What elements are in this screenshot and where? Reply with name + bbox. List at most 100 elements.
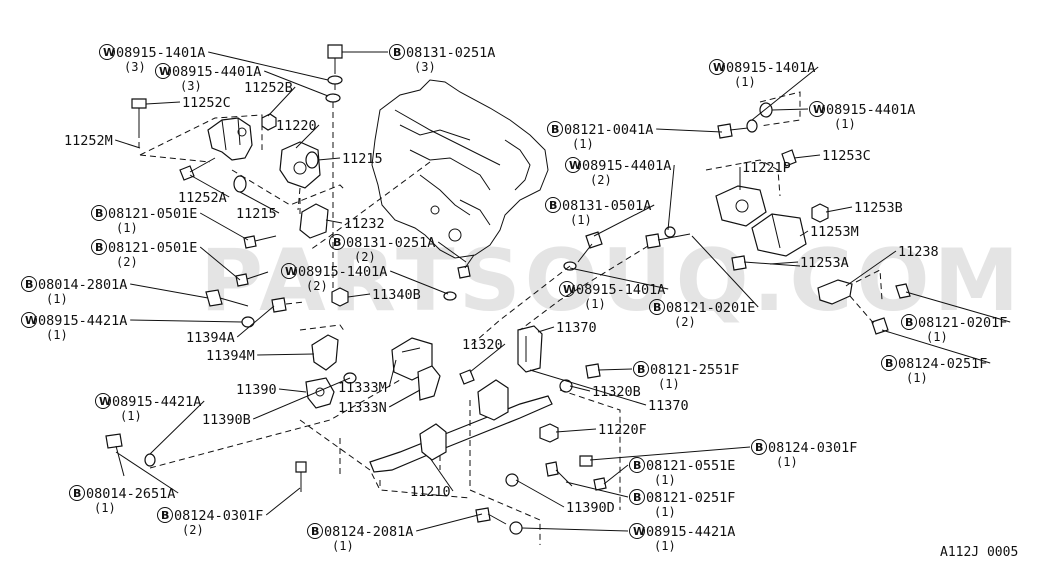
callout-part-number: 11320 <box>462 337 503 353</box>
washer-11215-a <box>305 151 319 169</box>
washer-symbol-icon <box>559 281 575 297</box>
bolt-symbol-icon <box>629 489 645 505</box>
insulator-11370 <box>517 325 543 373</box>
callout-part-number: 08915-4401A <box>172 64 261 80</box>
callout-symbol: B <box>653 301 661 314</box>
bolt-symbol-icon <box>881 355 897 371</box>
callout-part-number: 11253C <box>822 148 871 164</box>
bolt-symbol-icon <box>629 457 645 473</box>
callout-quantity: (3) <box>124 60 146 74</box>
washer-11215-b <box>233 175 247 193</box>
callout-part-number: 11221P <box>742 160 791 176</box>
callout-quantity: (1) <box>776 455 798 469</box>
callout-part-number: 08131-0251A <box>346 235 435 251</box>
leader-line <box>881 329 991 364</box>
callout-quantity: (1) <box>654 473 676 487</box>
callout-symbol: B <box>755 441 763 454</box>
callout-symbol: W <box>285 265 297 278</box>
nut-11253b <box>811 203 829 223</box>
callout-quantity: (1) <box>584 297 606 311</box>
callout-part-number: 08915-1401A <box>726 60 815 76</box>
nut-11252b <box>261 113 277 131</box>
callout-part-number: 11232 <box>344 216 385 232</box>
washer-symbol-icon <box>809 101 825 117</box>
leader-line <box>257 353 315 356</box>
callout-symbol: B <box>885 357 893 370</box>
leader-line <box>603 464 629 485</box>
leader-line <box>145 101 181 105</box>
guide-line-6 <box>469 400 541 545</box>
callout-part-number: 08915-1401A <box>298 264 387 280</box>
callout-symbol: B <box>25 278 33 291</box>
callout-11390: 11390 <box>236 382 307 398</box>
callout-quantity: (1) <box>834 117 856 131</box>
leader-line <box>589 446 751 461</box>
leader-line <box>437 241 467 263</box>
insulator-11221p <box>705 159 781 227</box>
callout-part-number: 08121-2551F <box>650 362 739 378</box>
callout-11252c: 11252C <box>145 95 231 111</box>
leader-line <box>555 428 597 433</box>
bolt-08121-0251f <box>545 461 573 487</box>
guide-line-8 <box>519 245 649 331</box>
bolt-08131-0251a-top <box>325 44 343 290</box>
leader-line <box>189 174 230 198</box>
callout-symbol: W <box>159 65 171 78</box>
bolt-symbol-icon <box>649 299 665 315</box>
callout-part-number: 08121-0201E <box>666 300 755 316</box>
leader-line <box>390 270 449 295</box>
callout-part-number: 08915-4421A <box>646 524 735 540</box>
callout-quantity: (1) <box>734 75 756 89</box>
washer-symbol-icon <box>99 44 115 60</box>
callout-symbol: W <box>713 61 725 74</box>
leader-line <box>537 326 555 333</box>
leader-line <box>521 527 629 532</box>
callout-symbol: B <box>633 459 641 472</box>
callout-part-number: 11394A <box>186 330 235 346</box>
callout-symbol: B <box>95 241 103 254</box>
bolt-11252a <box>179 157 216 181</box>
bolt-11253c <box>781 149 797 167</box>
stay-dash-lines <box>849 269 883 327</box>
callout-11333n: 11333N <box>338 389 421 416</box>
bolt-symbol-icon <box>751 439 767 455</box>
leader-line <box>347 293 371 298</box>
bolt-symbol-icon <box>901 314 917 330</box>
callout-part-number: 11320B <box>592 384 641 400</box>
callout-symbol: W <box>633 525 645 538</box>
callout-11390b: 11390B <box>202 377 351 428</box>
callout-part-number: 11394M <box>206 348 255 364</box>
callout-part-number: 11252A <box>178 190 227 206</box>
callout-part-number: 11215 <box>342 151 383 167</box>
guide-line-5 <box>469 265 571 347</box>
callout-part-number: 08915-4401A <box>826 102 915 118</box>
callout-part-number: 08121-0551E <box>646 458 735 474</box>
callout-part-number: 08124-0301F <box>174 508 263 524</box>
callout-part-number: 11370 <box>648 398 689 414</box>
washer-symbol-icon <box>565 157 581 173</box>
guide-line-2 <box>299 419 471 499</box>
callout-part-number: 11220F <box>598 422 647 438</box>
callout-11210: 11210 <box>410 457 454 500</box>
callout-quantity: (2) <box>354 250 376 264</box>
leader-line <box>656 128 723 133</box>
callout-symbol: B <box>161 509 169 522</box>
bolt-08121-0041a <box>717 123 749 139</box>
callout-quantity: (1) <box>570 213 592 227</box>
callout-part-number: 08131-0501A <box>562 198 651 214</box>
callout-symbol: B <box>633 491 641 504</box>
washer-symbol-icon <box>281 263 297 279</box>
callout-part-number: 11253M <box>810 224 859 240</box>
leader-line <box>208 51 329 81</box>
crossmember-11210 <box>369 379 553 490</box>
bolt-symbol-icon <box>91 205 107 221</box>
guide-line-7 <box>559 389 621 510</box>
callout-11252a: 11252A <box>178 174 230 206</box>
leader-line <box>264 70 329 97</box>
bolt-11394a <box>271 297 305 313</box>
